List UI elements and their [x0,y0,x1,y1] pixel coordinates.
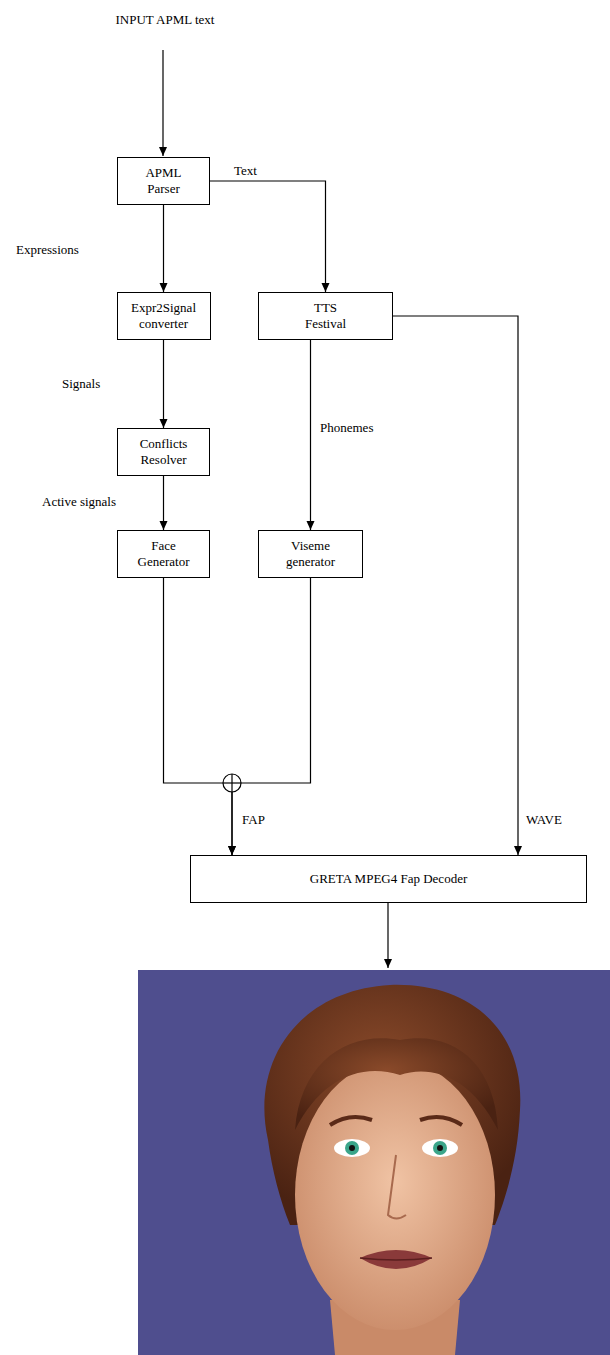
box-label: Viseme generator [279,538,343,571]
edge-label: Expressions [14,242,81,258]
output-arrow [387,903,388,968]
edge-label: FAP [240,812,267,828]
edge-label: Text [232,163,259,179]
connector-arrow [164,578,233,855]
process-box: Conflicts Resolver [117,428,210,476]
box-label: TTS Festival [299,300,353,333]
sum-junction [223,774,241,792]
connector-arrow [310,340,311,530]
box-label: Face Generator [132,538,196,571]
edge-label: Active signals [40,494,118,510]
connector-arrow [163,340,164,428]
process-box: APML Parser [117,157,210,205]
greta-face [138,970,610,1355]
input-label: INPUT APML text [113,12,217,28]
input-arrow [162,50,163,156]
process-box: TTS Festival [258,292,393,340]
box-label: APML Parser [139,165,189,198]
process-box: GRETA MPEG4 Fap Decoder [190,855,587,903]
box-label: Expr2Signal converter [124,300,204,333]
connector-arrow [163,205,164,292]
process-box: Face Generator [117,530,210,578]
connector-arrow [163,476,164,530]
connector-arrow [232,578,311,855]
edge-label: WAVE [524,812,564,828]
edge-label: Phonemes [318,420,375,436]
connector-arrow [393,316,518,855]
connector-arrow [210,181,326,292]
box-label: Conflicts Resolver [133,436,195,469]
process-box: Expr2Signal converter [117,292,211,340]
process-box: Viseme generator [258,530,363,578]
edge-label: Signals [60,376,102,392]
box-label: GRETA MPEG4 Fap Decoder [310,871,467,887]
